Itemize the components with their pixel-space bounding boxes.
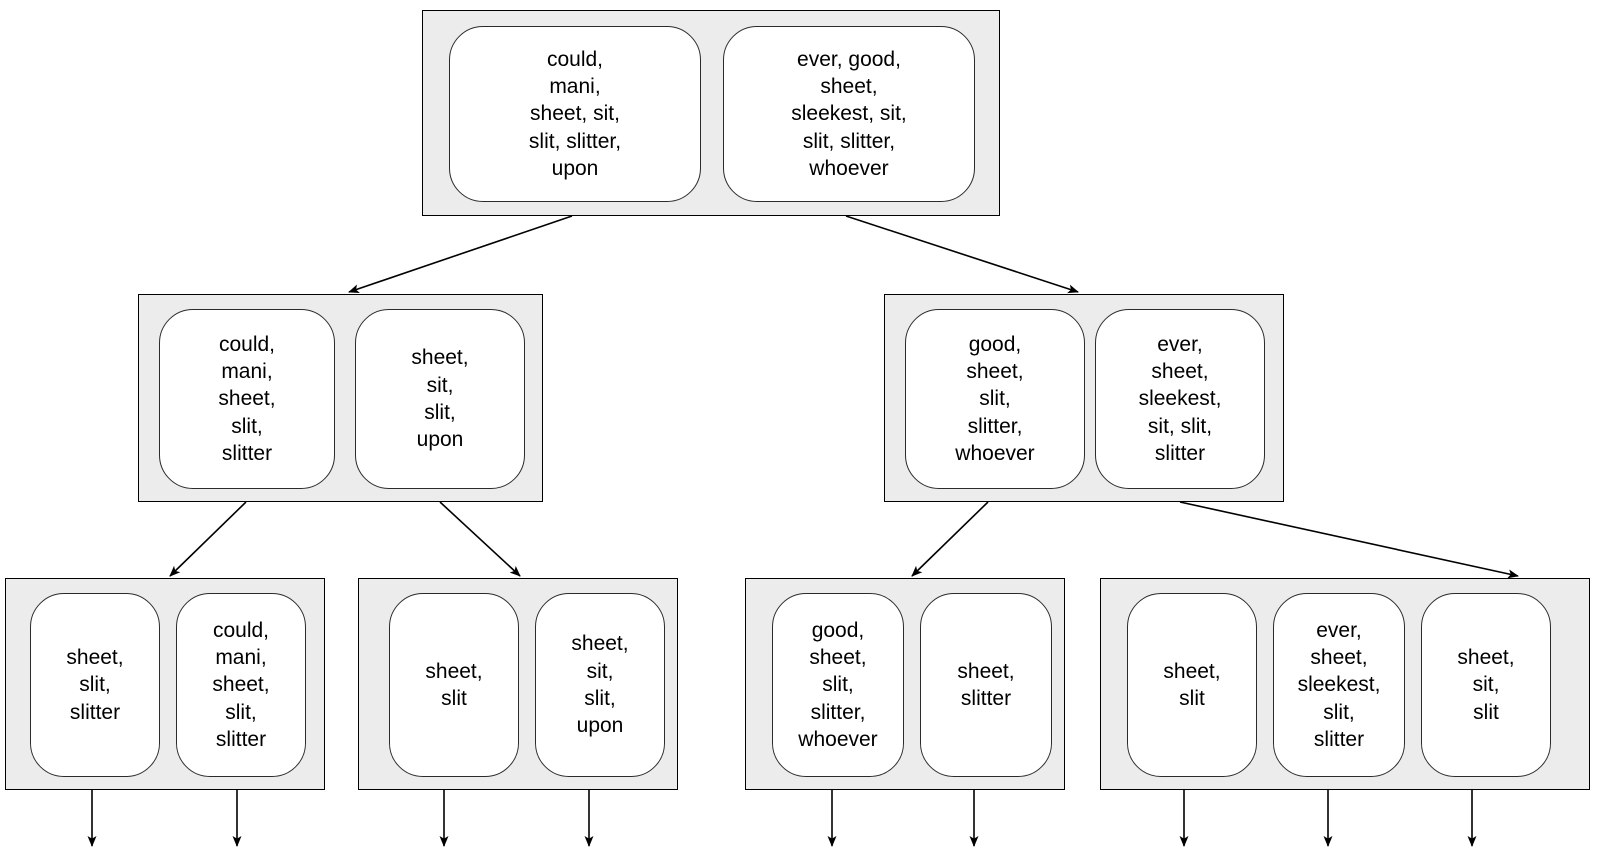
leaf-2-cell-1-text: sheet, slit [425, 659, 483, 710]
leaf-4-cell-1[interactable]: sheet, slit [1127, 593, 1257, 777]
leaf-4-cell-2[interactable]: ever, sheet, sleekest, slit, slitter [1273, 593, 1405, 777]
leaf-1-cell-2-text: could, mani, sheet, slit, slitter [212, 618, 270, 751]
edge-internal-right-c1-to-leaf-3 [911, 501, 989, 577]
edge-root-to-internal-right [845, 215, 1079, 294]
leaf-3-cell-1-text: good, sheet, slit, slitter, whoever [798, 618, 878, 751]
leaf-node-3[interactable]: good, sheet, slit, slitter, whoever sheet… [745, 578, 1065, 790]
internal-left-cell-2-text: sheet, sit, slit, upon [411, 346, 469, 452]
edge-internal-left-c2-to-leaf-2 [439, 501, 521, 577]
leaf-node-1[interactable]: sheet, slit, slitter could, mani, sheet, … [5, 578, 325, 790]
internal-left-cell-1[interactable]: could, mani, sheet, slit, slitter [159, 309, 335, 489]
leaf-1-cell-1-text: sheet, slit, slitter [66, 646, 124, 724]
root-cell-2-text: ever, good, sheet, sleekest, sit, slit, … [791, 47, 907, 180]
root-cell-1-text: could, mani, sheet, sit, slit, slitter, … [528, 47, 622, 180]
leaf-4-cell-1-text: sheet, slit [1163, 659, 1221, 710]
internal-right-cell-1[interactable]: good, sheet, slit, slitter, whoever [905, 309, 1085, 489]
leaf-2-cell-1[interactable]: sheet, slit [389, 593, 519, 777]
root-node[interactable]: could, mani, sheet, sit, slit, slitter, … [422, 10, 1000, 216]
leaf-4-cell-3-text: sheet, sit, slit [1457, 646, 1515, 724]
leaf-3-cell-1[interactable]: good, sheet, slit, slitter, whoever [772, 593, 904, 777]
leaf-pointers [87, 790, 1477, 847]
root-cell-2[interactable]: ever, good, sheet, sleekest, sit, slit, … [723, 26, 975, 202]
internal-left-cell-2[interactable]: sheet, sit, slit, upon [355, 309, 525, 489]
edge-root-to-internal-left [348, 215, 573, 294]
internal-node-right[interactable]: good, sheet, slit, slitter, whoever ever,… [884, 294, 1284, 502]
leaf-3-cell-2[interactable]: sheet, slitter [920, 593, 1052, 777]
leaf-1-cell-2[interactable]: could, mani, sheet, slit, slitter [176, 593, 306, 777]
internal-right-cell-2[interactable]: ever, sheet, sleekest, sit, slit, slitte… [1095, 309, 1265, 489]
leaf-4-cell-3[interactable]: sheet, sit, slit [1421, 593, 1551, 777]
internal-node-left[interactable]: could, mani, sheet, slit, slitter sheet, … [138, 294, 543, 502]
leaf-2-cell-2[interactable]: sheet, sit, slit, upon [535, 593, 665, 777]
leaf-1-cell-1[interactable]: sheet, slit, slitter [30, 593, 160, 777]
leaf-3-cell-2-text: sheet, slitter [957, 659, 1015, 710]
leaf-node-2[interactable]: sheet, slit sheet, sit, slit, upon [358, 578, 678, 790]
edge-internal-left-c1-to-leaf-1 [169, 501, 247, 577]
leaf-4-cell-2-text: ever, sheet, sleekest, slit, slitter [1297, 618, 1381, 751]
internal-right-cell-1-text: good, sheet, slit, slitter, whoever [955, 332, 1035, 465]
edge-internal-right-c2-to-leaf-4 [1179, 501, 1519, 579]
leaf-2-cell-2-text: sheet, sit, slit, upon [571, 632, 629, 738]
internal-left-cell-1-text: could, mani, sheet, slit, slitter [218, 332, 276, 465]
internal-right-cell-2-text: ever, sheet, sleekest, sit, slit, slitte… [1138, 332, 1222, 465]
leaf-node-4[interactable]: sheet, slit ever, sheet, sleekest, slit, … [1100, 578, 1590, 790]
root-cell-1[interactable]: could, mani, sheet, sit, slit, slitter, … [449, 26, 701, 202]
